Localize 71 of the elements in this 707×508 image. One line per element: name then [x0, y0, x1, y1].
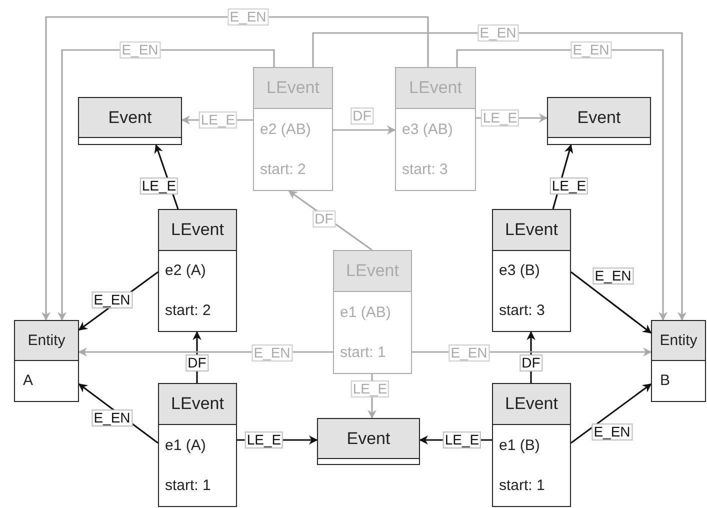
- attribute-text: B: [659, 371, 672, 391]
- class-header: Entity: [15, 321, 78, 361]
- event-box: [78, 97, 182, 145]
- arrow: [312, 32, 686, 321]
- edge-label: LE_E: [480, 110, 520, 126]
- edge-label: LE_E: [198, 112, 238, 128]
- edge-label: E_EN: [478, 24, 518, 42]
- edge-label: LE_E: [442, 432, 482, 448]
- class-header: LEvent: [334, 251, 411, 292]
- edge-label: E_EN: [228, 8, 268, 26]
- arrow: [570, 383, 652, 444]
- edge-label: E_EN: [252, 344, 292, 362]
- edge-label: DF: [312, 210, 336, 228]
- edge-label: DF: [186, 354, 208, 372]
- attribute-text: start: 1: [164, 476, 212, 496]
- attribute-text: e2 (A): [164, 261, 207, 282]
- edge-label: LE_E: [550, 178, 588, 194]
- edge-label: E_EN: [592, 268, 634, 284]
- class-box: [158, 383, 237, 507]
- edge-label: DF: [350, 108, 374, 124]
- edge-label: DF: [520, 354, 542, 372]
- attribute-text: e3 (B): [498, 261, 541, 282]
- event-box: [317, 418, 420, 465]
- class-header: LEvent: [493, 210, 570, 251]
- attribute-text: e1 (AB): [339, 302, 392, 322]
- arrow: [42, 16, 429, 321]
- arrow: [288, 190, 372, 251]
- attribute-text: start: 1: [339, 342, 387, 362]
- class-box: [492, 383, 571, 507]
- class-header: Event: [79, 98, 181, 138]
- attribute-text: A: [22, 371, 34, 391]
- class-header: LEvent: [493, 384, 570, 425]
- arrow: [333, 126, 396, 134]
- edge-label: LE_E: [244, 432, 284, 448]
- class-header: Entity: [652, 321, 705, 361]
- class-box: [158, 209, 237, 332]
- edge-label: LE_E: [140, 178, 178, 194]
- arrow: [526, 331, 536, 383]
- class-box: [253, 67, 333, 191]
- edge-label: E_EN: [448, 344, 490, 362]
- class-header: LEvent: [254, 68, 332, 109]
- attribute-text: start: 1: [498, 476, 546, 496]
- attribute-text: start: 2: [259, 160, 307, 180]
- arrow: [58, 49, 275, 321]
- class-box: [395, 67, 476, 191]
- edge-label: E_EN: [92, 292, 132, 308]
- class-box: [492, 209, 571, 332]
- attribute-text: start: 3: [498, 300, 546, 321]
- class-box: [333, 250, 412, 374]
- edge-label: E_EN: [120, 42, 160, 58]
- arrow: [570, 271, 652, 334]
- attribute-text: e2 (AB): [259, 120, 312, 140]
- attribute-text: start: 3: [401, 160, 449, 180]
- class-header: Event: [548, 98, 650, 138]
- attribute-text: start: 2: [164, 300, 212, 321]
- attribute-text: e3 (AB): [401, 120, 454, 140]
- attribute-text: e1 (A): [164, 436, 207, 456]
- class-header: LEvent: [159, 210, 236, 251]
- entity-box: [14, 320, 79, 402]
- class-header: Event: [318, 419, 419, 459]
- edge-label: E_EN: [592, 424, 632, 440]
- edge-label: E_EN: [570, 42, 612, 58]
- event-box: [547, 97, 651, 145]
- edge-label: E_EN: [92, 410, 132, 426]
- attribute-text: e1 (B): [498, 436, 541, 456]
- arrow: [192, 331, 202, 383]
- entity-box: [651, 320, 706, 402]
- class-header: LEvent: [396, 68, 475, 109]
- arrow: [456, 49, 668, 321]
- class-header: LEvent: [159, 384, 236, 425]
- edge-label: LE_E: [350, 380, 390, 398]
